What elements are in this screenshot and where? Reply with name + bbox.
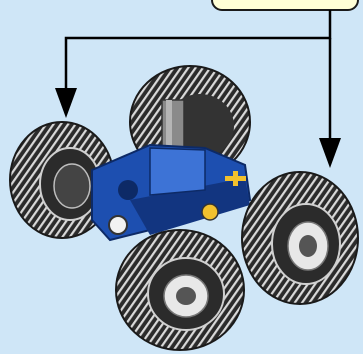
arrowhead-left bbox=[55, 88, 77, 118]
wheel-right bbox=[242, 172, 358, 304]
callout-box bbox=[212, 0, 358, 10]
arrowhead-right bbox=[319, 138, 341, 168]
wheel-front bbox=[116, 230, 244, 350]
chassis bbox=[92, 145, 250, 240]
